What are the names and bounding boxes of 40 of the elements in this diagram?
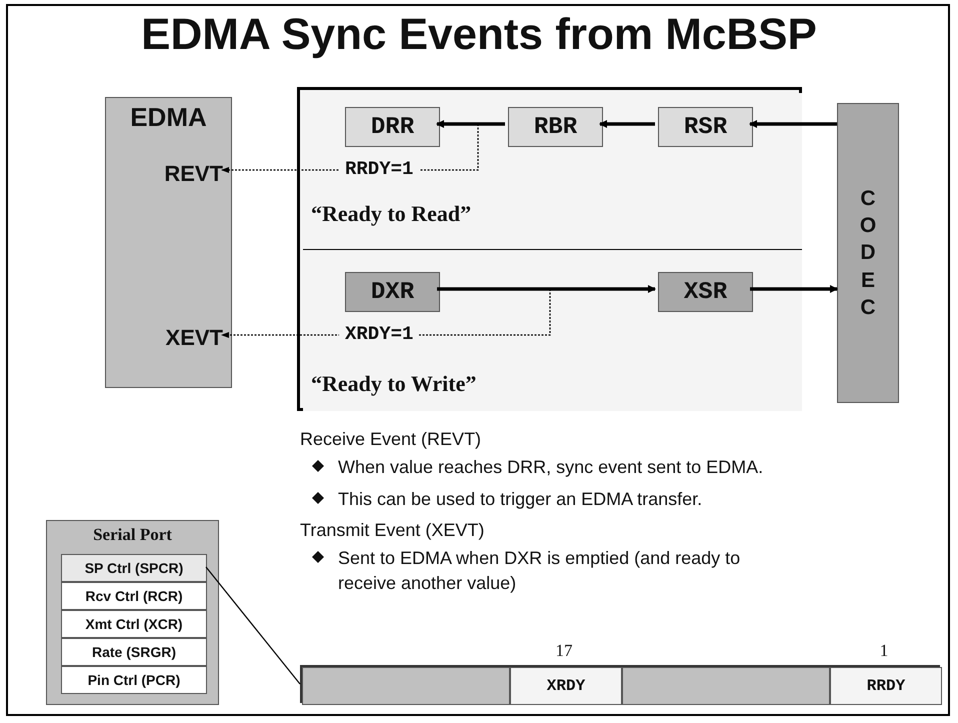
bit-number: 17 <box>554 641 574 661</box>
register-box: RSR <box>658 107 753 147</box>
register-box: RBR <box>508 107 603 147</box>
register-box: DXR <box>345 272 440 312</box>
reserved-field <box>302 667 510 705</box>
arrow <box>749 120 837 128</box>
register-row: Pin Ctrl (PCR) <box>61 666 207 694</box>
event-label: XEVT <box>119 323 223 353</box>
serial-port-card <box>46 520 219 705</box>
arrow <box>750 285 838 293</box>
register-row: Rcv Ctrl (RCR) <box>61 582 207 610</box>
arrow <box>599 120 655 128</box>
node-heading: Serial Port <box>92 525 173 545</box>
node-heading: “Ready to Write” <box>311 371 476 397</box>
bullet-text: Sent to EDMA when DXR is emptied (and ready to receive another value) <box>338 547 742 596</box>
peripheral-block <box>297 87 802 411</box>
register-bar <box>300 665 940 703</box>
bit-number: 1 <box>878 641 890 661</box>
bit-field: RRDY <box>830 667 942 705</box>
section-heading: Receive Event (REVT) <box>300 429 482 450</box>
register-box: DRR <box>345 107 440 147</box>
bit-field: XRDY <box>510 667 622 705</box>
transmit-section <box>303 250 802 411</box>
register-row: SP Ctrl (SPCR) <box>61 554 207 582</box>
codec-block: CODEC <box>837 103 899 403</box>
node-heading: “Ready to Read” <box>311 201 472 227</box>
section-heading: Transmit Event (XEVT) <box>300 520 484 541</box>
register-row: Xmt Ctrl (XCR) <box>61 610 207 638</box>
bullet-text: When value reaches DRR, sync event sent to EDMA. <box>338 456 764 479</box>
node-heading: EDMA <box>129 102 208 133</box>
arrow <box>437 285 656 293</box>
event-label: REVT <box>119 159 223 189</box>
title: EDMA Sync Events from McBSP <box>140 10 818 60</box>
receive-section <box>303 93 802 250</box>
edma-block <box>105 97 232 388</box>
register-row: Rate (SRGR) <box>61 638 207 666</box>
reserved-field <box>622 667 830 705</box>
register-box: XSR <box>658 272 753 312</box>
arrow <box>436 120 505 128</box>
bullet-text: This can be used to trigger an EDMA transfer. <box>338 488 704 511</box>
